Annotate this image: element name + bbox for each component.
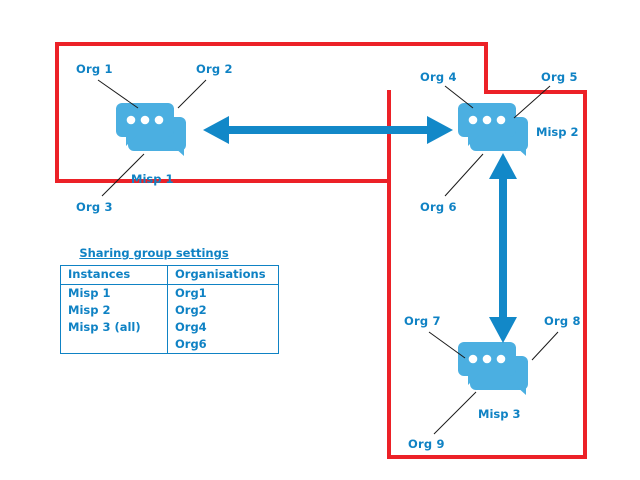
arrow-misp2-misp3 — [489, 153, 517, 343]
table-row: Misp 2 Org2 — [60, 302, 279, 319]
label-org-4: Org 4 — [420, 70, 457, 84]
label-org-9: Org 9 — [408, 437, 445, 451]
sharing-group-settings-table: Instances Organisations Misp 1 Org1 Misp… — [60, 265, 279, 354]
table-header-row: Instances Organisations — [60, 265, 279, 285]
chat-bubbles-icon-misp2 — [456, 101, 530, 163]
table-row: Misp 3 (all) Org4 — [60, 319, 279, 336]
table-cell-instance — [60, 336, 168, 354]
sharing-group-settings-block: Sharing group settings Instances Organis… — [60, 246, 279, 354]
region-misp2-top-edge — [484, 90, 587, 94]
label-org-1: Org 1 — [76, 62, 113, 76]
label-org-8: Org 8 — [544, 314, 581, 328]
label-org-5: Org 5 — [541, 70, 578, 84]
misp2-label: Misp 2 — [536, 125, 579, 139]
table-cell-organisation: Org6 — [167, 336, 279, 354]
region-misp2-misp3-boundary — [387, 90, 587, 459]
label-org-7: Org 7 — [404, 314, 441, 328]
table-cell-organisation: Org4 — [167, 319, 279, 336]
arrow-misp1-misp2 — [203, 116, 453, 144]
table-cell-instance: Misp 1 — [60, 284, 168, 302]
table-row: Misp 1 Org1 — [60, 284, 279, 302]
label-org-6: Org 6 — [420, 200, 457, 214]
chat-bubbles-icon-misp3 — [456, 340, 530, 402]
misp1-label: Misp 1 — [131, 172, 174, 186]
table-header-organisations: Organisations — [167, 265, 279, 285]
table-cell-instance: Misp 3 (all) — [60, 319, 168, 336]
label-org-3: Org 3 — [76, 200, 113, 214]
table-row: Org6 — [60, 336, 279, 354]
label-org-2: Org 2 — [196, 62, 233, 76]
table-cell-organisation: Org2 — [167, 302, 279, 319]
region-misp1-boundary — [55, 42, 391, 183]
region-misp1-top-edge-right — [387, 42, 488, 46]
table-cell-instance: Misp 2 — [60, 302, 168, 319]
chat-bubbles-icon-misp1 — [114, 101, 188, 163]
table-header-instances: Instances — [60, 265, 168, 285]
table-cell-organisation: Org1 — [167, 284, 279, 302]
sharing-group-settings-title: Sharing group settings — [79, 246, 229, 260]
region-misp1-right-edge-upper — [484, 42, 488, 94]
misp3-label: Misp 3 — [478, 407, 521, 421]
